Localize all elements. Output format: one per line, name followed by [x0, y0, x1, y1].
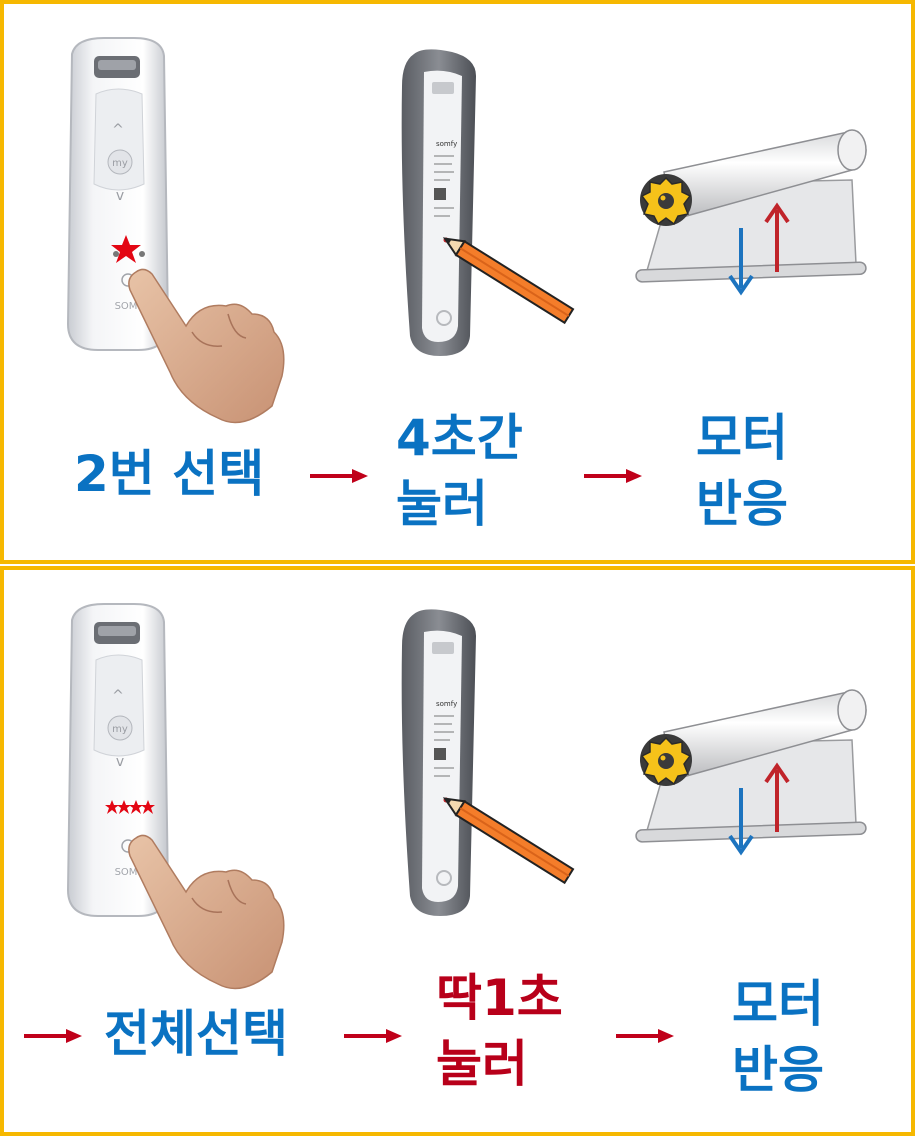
up-arrow-icon	[764, 762, 790, 832]
step2-response-line1: 모터	[732, 975, 824, 1033]
hand-icon	[128, 834, 285, 990]
step1-press-line1: 4초간	[396, 409, 523, 467]
svg-text:^: ^	[112, 122, 124, 138]
svg-text:somfy: somfy	[436, 700, 457, 708]
star-icon	[105, 800, 155, 814]
remote-back-icon: somfy	[401, 49, 476, 357]
roller-blind-icon	[635, 689, 867, 843]
step2-press-line2: 눌러	[436, 1035, 528, 1093]
pencil-icon	[442, 797, 575, 885]
step1-press-line2: 눌러	[396, 475, 488, 533]
hand-icon	[128, 268, 285, 424]
flow-arrow-icon	[24, 1029, 82, 1043]
svg-text:SOM: SOM	[115, 301, 138, 312]
pencil-icon	[442, 237, 575, 325]
roller-blind-icon	[635, 129, 867, 283]
svg-text:^: ^	[112, 688, 124, 704]
step1-select-label: 2번 선택	[74, 445, 265, 503]
svg-text:somfy: somfy	[436, 140, 457, 148]
svg-text:my: my	[112, 158, 128, 169]
flow-arrow-icon	[310, 469, 368, 483]
svg-text:my: my	[112, 724, 128, 735]
flow-arrow-icon	[344, 1029, 402, 1043]
instruction-panel-bottom: ^ my v SOM somfy	[0, 566, 915, 1136]
down-arrow-icon	[728, 228, 754, 296]
step2-press-line1: 딱1초	[436, 969, 563, 1027]
flow-arrow-icon	[584, 469, 642, 483]
instruction-panel-top: ^ my v SOM somfy	[0, 0, 915, 564]
step1-response-line2: 반응	[696, 475, 788, 533]
flow-arrow-icon	[616, 1029, 674, 1043]
step1-response-line1: 모터	[696, 409, 788, 467]
step2-select-label: 전체선택	[104, 1005, 288, 1063]
step2-response-line2: 반응	[732, 1041, 824, 1099]
remote-back-icon: somfy	[401, 609, 476, 916]
down-arrow-icon	[728, 788, 754, 856]
up-arrow-icon	[764, 202, 790, 272]
svg-text:v: v	[116, 188, 124, 204]
svg-text:v: v	[116, 754, 124, 770]
svg-text:SOM: SOM	[115, 867, 138, 878]
star-icon	[111, 235, 141, 263]
